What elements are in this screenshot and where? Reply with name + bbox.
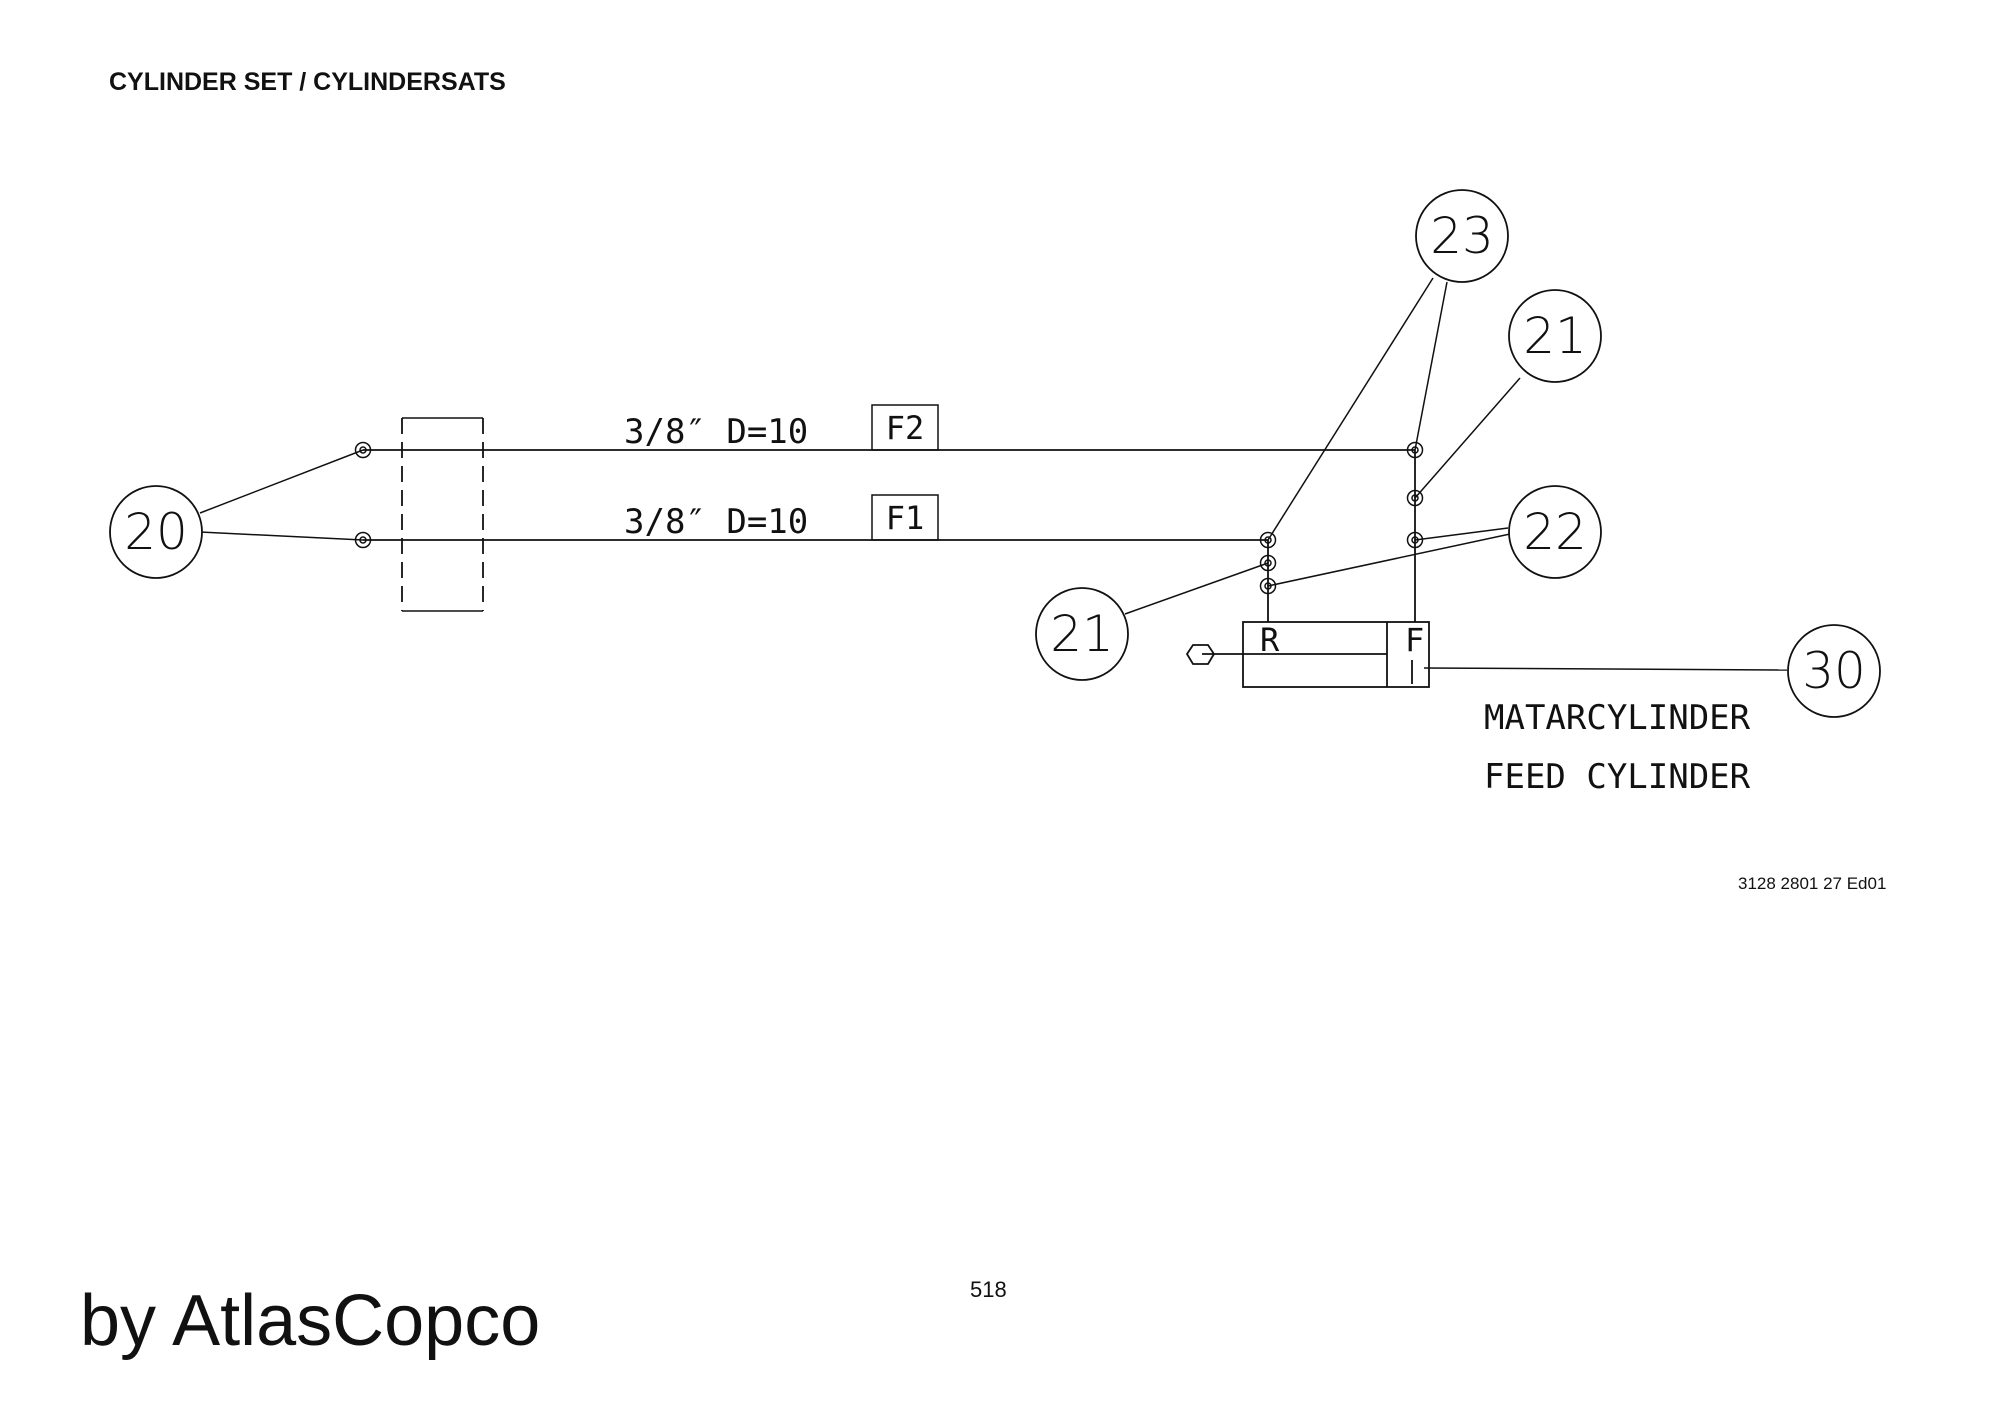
callout-22: 22 [1508,485,1602,579]
callout-21-top-number: 21 [1523,307,1587,365]
callout-20: 20 [109,485,203,579]
leader-23-a [1267,277,1434,541]
callout-20-number: 20 [124,503,188,561]
leader-21-bottom [1124,562,1269,615]
leader-20-b [199,531,364,541]
hose-tag-f2: F2 [886,409,925,447]
callout-21-top: 21 [1508,289,1602,383]
callout-30-number: 30 [1802,642,1866,700]
document-code: 3128 2801 27 Ed01 [1738,874,1887,893]
callout-23-number: 23 [1430,207,1494,265]
hose-size-label-f2: 3/8″ D=10 [624,412,808,452]
leader-21-top [1414,377,1521,499]
fitting-icon [1259,554,1277,572]
callout-23: 23 [1415,189,1509,283]
callout-21-bottom-number: 21 [1050,605,1114,663]
page-number: 518 [970,1277,1007,1302]
cylinder-label-swedish: MATARCYLINDER [1484,698,1751,738]
fitting-icon [1406,531,1424,549]
cylinder-label-english: FEED CYLINDER [1484,757,1751,797]
fitting-icon [354,531,372,549]
hose-tag-f1: F1 [886,499,925,537]
cylinder-port-r: R [1260,621,1280,659]
coupling-block [401,417,484,612]
leader-23-b [1414,281,1448,451]
cylinder-port-f: F [1405,621,1424,659]
hose-tag-box-f1 [871,494,939,541]
leader-22-a [1414,527,1509,541]
leader-22-b [1267,533,1511,587]
fitting-icon [1406,441,1424,459]
hose-tag-box-f2 [871,404,939,451]
feed-cylinder [1185,621,1430,688]
fitting-icon [1259,531,1277,549]
callout-30: 30 [1787,624,1881,718]
callout-21-bottom: 21 [1035,587,1129,681]
page-title: CYLINDER SET / CYLINDERSATS [109,68,506,96]
callout-22-number: 22 [1523,503,1587,561]
fitting-icon [1406,489,1424,507]
leader-20-a [199,449,364,514]
hose-size-label-f1: 3/8″ D=10 [624,502,808,542]
leader-30 [1423,667,1788,671]
fitting-icon [1259,577,1277,595]
fitting-icon [354,441,372,459]
brand-footer: by AtlasCopco [80,1281,541,1361]
